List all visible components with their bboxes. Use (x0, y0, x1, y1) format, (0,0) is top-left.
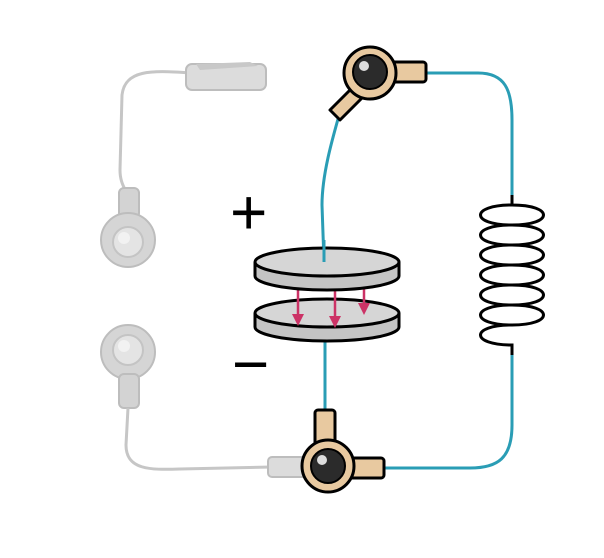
inductor-coil-icon (479, 195, 545, 355)
inactive-wire-bottom (124, 407, 273, 471)
bottom-alligator-clip-icon (300, 408, 386, 494)
inactive-battery-lead (100, 62, 313, 478)
capacitor-icon (253, 240, 401, 343)
active-circuit-wires (320, 71, 514, 470)
capacitor-top-plate (253, 246, 401, 292)
wire-top-clip-to-coil (425, 71, 514, 195)
electric-field-arrows (292, 289, 370, 328)
capacitor-bottom-plate (253, 297, 401, 343)
inactive-snap-connector-positive-icon (100, 187, 156, 268)
inactive-snap-connector-negative-icon (100, 324, 156, 409)
positive-sign: + (230, 176, 268, 248)
inactive-alligator-clip-icon (185, 62, 267, 91)
top-alligator-clip-icon (328, 45, 428, 122)
negative-sign: − (232, 328, 270, 400)
wire-top-clip-to-plate (320, 111, 342, 263)
wire-coil-to-bottom-clip (382, 355, 514, 470)
inactive-wire-top (118, 70, 191, 197)
